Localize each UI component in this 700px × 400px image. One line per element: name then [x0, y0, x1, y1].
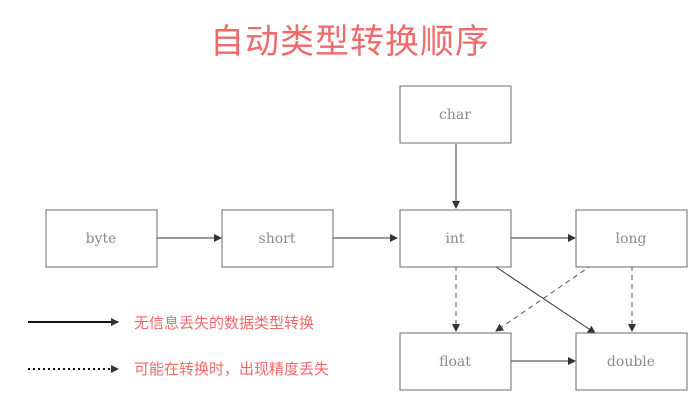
- node-long-label: long: [616, 231, 647, 247]
- edge-long-to-float: [495, 264, 593, 332]
- legend: [28, 318, 119, 373]
- edges: [157, 144, 636, 365]
- node-int-label: int: [445, 231, 464, 247]
- node-byte-label: byte: [86, 231, 117, 247]
- node-long: long: [575, 209, 688, 268]
- node-byte: byte: [45, 209, 158, 268]
- node-float-label: float: [439, 354, 471, 370]
- legend-solid-label: 无信息丢失的数据类型转换: [134, 314, 315, 332]
- node-double-label: double: [607, 354, 655, 370]
- node-float: float: [399, 332, 512, 391]
- edge-int-to-double: [492, 264, 596, 334]
- node-short: short: [221, 209, 334, 268]
- node-int: int: [399, 209, 512, 268]
- node-double: double: [575, 332, 688, 391]
- page-title: 自动类型转换顺序: [210, 22, 490, 62]
- node-char: char: [399, 85, 512, 144]
- node-short-label: short: [259, 231, 296, 247]
- node-char-label: char: [439, 107, 471, 123]
- legend-dashed-label: 可能在转换时，出现精度丢失: [134, 360, 330, 378]
